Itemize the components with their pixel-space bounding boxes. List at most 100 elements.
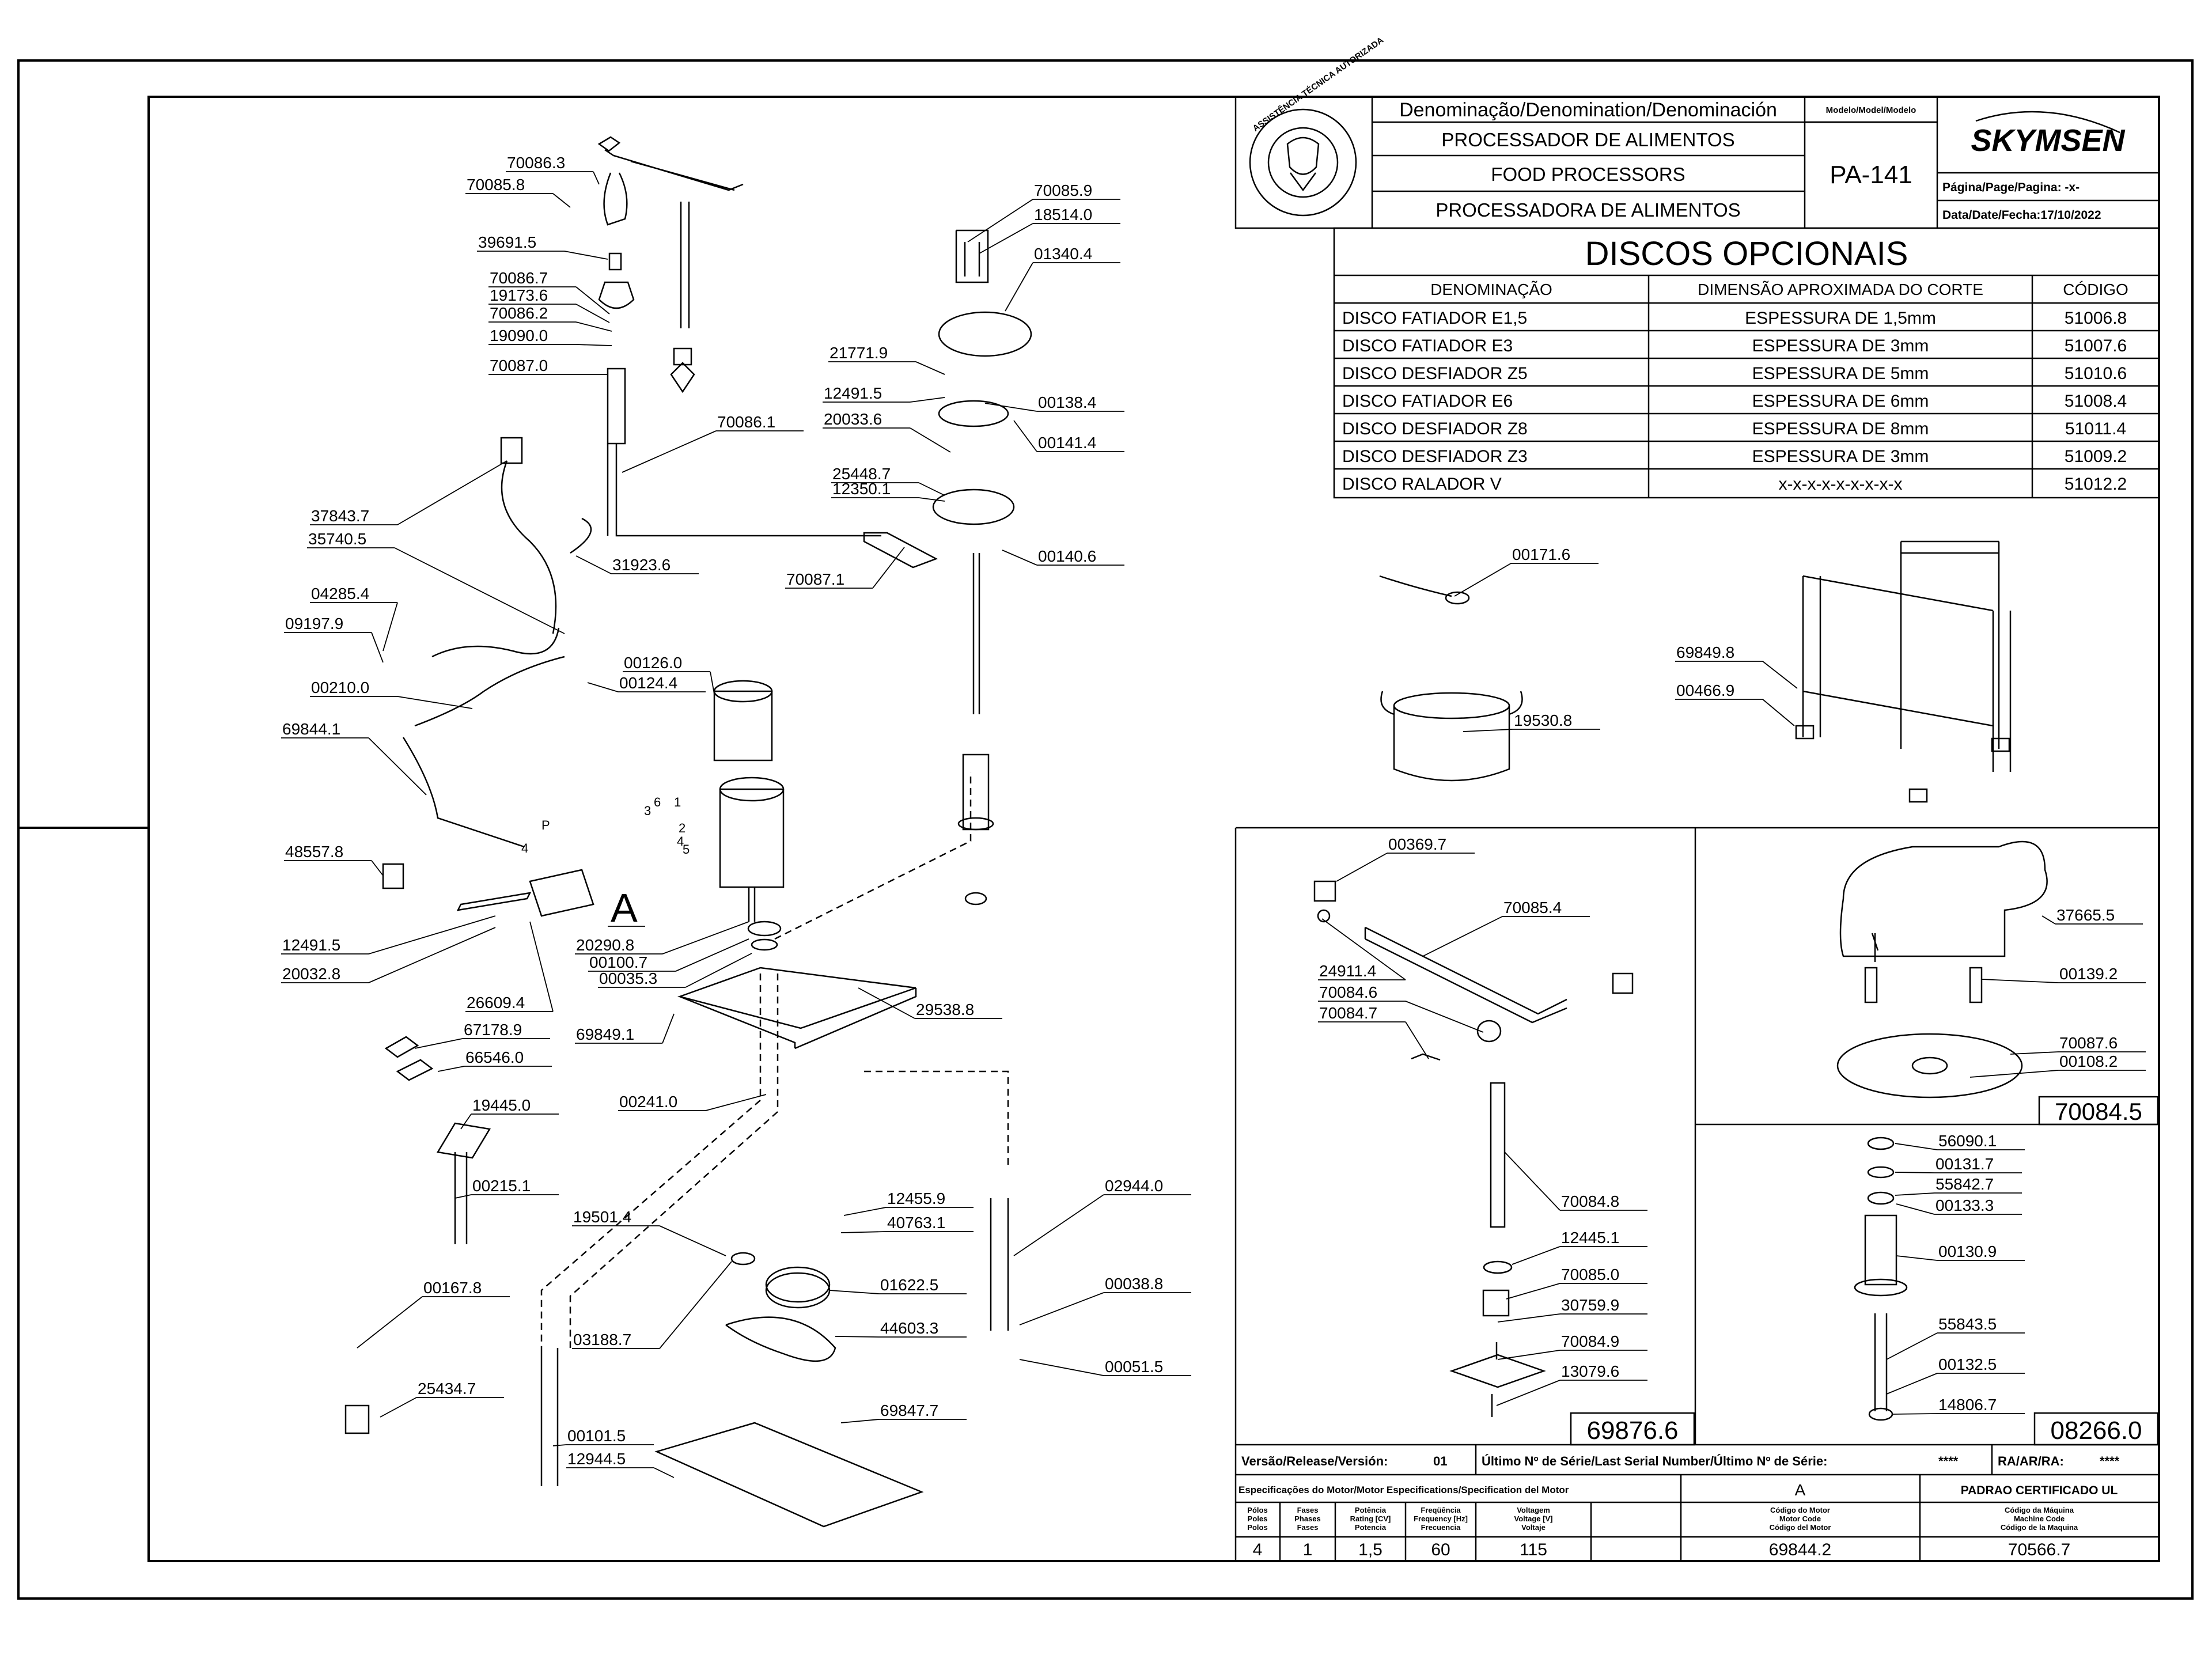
part-label: 14806.7 bbox=[1892, 1396, 2025, 1415]
leader-line bbox=[840, 1231, 887, 1233]
leader-line bbox=[368, 737, 427, 796]
leader-line bbox=[662, 921, 749, 955]
part-label: 00140.6 bbox=[1002, 547, 1124, 566]
part-number: 00131.7 bbox=[1936, 1155, 1994, 1173]
leader-line bbox=[918, 482, 945, 496]
spec-value: 69844.2 bbox=[1769, 1540, 1831, 1559]
leader-line bbox=[1454, 563, 1512, 597]
leader-line bbox=[380, 1397, 417, 1418]
part-number: 00130.9 bbox=[1938, 1243, 1997, 1260]
part-label: 00051.5 bbox=[1019, 1358, 1191, 1376]
version-value: 01 bbox=[1433, 1454, 1447, 1468]
part-label: 00035.3 bbox=[598, 953, 752, 988]
leader-line bbox=[1019, 1292, 1104, 1325]
spec-column-header: Fases bbox=[1297, 1506, 1319, 1514]
leader-line bbox=[1969, 1070, 2059, 1078]
part-number: 18514.0 bbox=[1034, 206, 1092, 224]
part-label: 00215.1 bbox=[454, 1177, 559, 1199]
part-number: 55843.5 bbox=[1938, 1315, 1997, 1333]
disc-header-name: DENOMINAÇÃO bbox=[1430, 281, 1552, 298]
spec-column-header: Voltagem bbox=[1517, 1506, 1550, 1514]
leader-line bbox=[1405, 1001, 1484, 1033]
part-label: 21771.9 bbox=[828, 344, 945, 375]
part-label: 20032.8 bbox=[281, 927, 496, 983]
part-number: 03188.7 bbox=[573, 1331, 631, 1349]
leader-line bbox=[984, 403, 1037, 412]
accessories-drawing bbox=[1379, 540, 2012, 803]
leader-line bbox=[1762, 661, 1798, 689]
leader-line bbox=[1321, 918, 1406, 980]
ra-label: RA/AR/RA: bbox=[1998, 1454, 2064, 1468]
spec-column-header: Potencia bbox=[1355, 1523, 1387, 1532]
part-number: 00133.3 bbox=[1936, 1196, 1994, 1214]
product-name-en: FOOD PROCESSORS bbox=[1491, 164, 1685, 185]
part-label: 70084.7 bbox=[1318, 1004, 1429, 1059]
disc-dimension: ESPESSURA DE 1,5mm bbox=[1745, 309, 1936, 328]
part-label: 66546.0 bbox=[437, 1048, 552, 1072]
leader-line bbox=[529, 921, 554, 1012]
leader-line bbox=[1512, 1246, 1560, 1265]
part-label: 39691.5 bbox=[477, 233, 608, 260]
disc-name: DISCO FATIADOR E1,5 bbox=[1342, 309, 1527, 328]
part-number: 35740.5 bbox=[308, 530, 366, 548]
part-label: 55842.7 bbox=[1895, 1175, 2022, 1196]
part-number: 00035.3 bbox=[599, 969, 657, 987]
part-number: 44603.3 bbox=[880, 1319, 938, 1337]
part-number: 00124.4 bbox=[619, 674, 677, 692]
leader-line bbox=[437, 1066, 465, 1072]
leader-line bbox=[1896, 1255, 1938, 1261]
leader-line bbox=[910, 397, 945, 403]
part-label: 69844.1 bbox=[281, 720, 427, 796]
part-label: 69847.7 bbox=[840, 1402, 967, 1423]
part-label: 44603.3 bbox=[835, 1319, 967, 1338]
part-label: 00131.7 bbox=[1895, 1155, 2022, 1173]
leader-line bbox=[575, 555, 612, 574]
leader-line bbox=[843, 1207, 887, 1216]
detail-top-right-code: 70084.5 bbox=[2055, 1098, 2142, 1125]
disc-code: 51008.4 bbox=[2065, 392, 2127, 411]
detail-top-right-drawing bbox=[1836, 840, 2048, 1099]
wire-marker: P bbox=[541, 818, 550, 832]
leader-line bbox=[653, 1467, 675, 1478]
part-number: 70084.7 bbox=[1319, 1004, 1377, 1022]
leader-line bbox=[1422, 916, 1503, 957]
leader-line bbox=[371, 632, 384, 663]
wire-marker: 5 bbox=[683, 842, 690, 857]
spec-column-header: Potência bbox=[1355, 1506, 1387, 1514]
part-label: 12350.1 bbox=[831, 480, 945, 502]
detail-bottom-right-drawing bbox=[1854, 1137, 1908, 1421]
leader-line bbox=[659, 1261, 732, 1349]
part-label: 29538.8 bbox=[858, 987, 1002, 1019]
leader-line bbox=[1336, 853, 1388, 882]
disc-name: DISCO DESFIADOR Z3 bbox=[1342, 447, 1528, 466]
leader-line bbox=[394, 547, 565, 634]
leader-line bbox=[357, 1296, 423, 1349]
part-number: 00051.5 bbox=[1105, 1358, 1163, 1376]
brand-logo: SKYMSEN bbox=[1971, 123, 2125, 158]
denomination-header: Denominação/Denomination/Denominación bbox=[1399, 99, 1777, 121]
part-label: 04285.4 bbox=[310, 585, 398, 652]
wire-marker: 4 bbox=[521, 841, 528, 855]
part-number: 19445.0 bbox=[472, 1096, 531, 1114]
part-number: 00167.8 bbox=[423, 1279, 482, 1297]
callout-a: A bbox=[611, 885, 638, 930]
disc-code: 51009.2 bbox=[2065, 447, 2127, 466]
part-label: 70086.7 bbox=[488, 269, 610, 315]
wire-marker: 1 bbox=[674, 795, 681, 809]
part-label: 00466.9 bbox=[1675, 681, 1795, 726]
part-label: 70087.1 bbox=[785, 547, 905, 589]
part-number: 12350.1 bbox=[832, 480, 891, 498]
spec-value: 60 bbox=[1431, 1540, 1450, 1559]
product-name-es: PROCESSADORA DE ALIMENTOS bbox=[1435, 199, 1740, 221]
part-number: 00241.0 bbox=[619, 1093, 677, 1111]
leader-line bbox=[414, 1038, 463, 1049]
part-label: 25434.7 bbox=[380, 1380, 504, 1418]
part-label: 70084.9 bbox=[1497, 1332, 1647, 1360]
leader-line bbox=[1497, 1350, 1560, 1360]
leader-line bbox=[564, 251, 608, 260]
part-label: 20290.8 bbox=[575, 921, 749, 955]
leader-line bbox=[1005, 262, 1033, 312]
leader-line bbox=[1013, 420, 1037, 452]
leader-line bbox=[1895, 1192, 1935, 1196]
part-label: 00138.4 bbox=[984, 393, 1124, 412]
